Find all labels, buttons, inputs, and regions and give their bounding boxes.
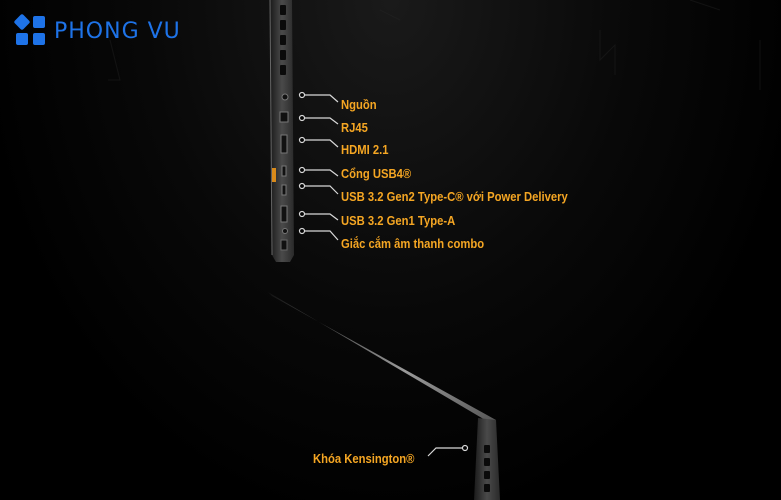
brand-name: PHONG VU [54, 18, 181, 44]
background-texture [108, 0, 761, 90]
brand-logo[interactable]: PHONG VU [14, 14, 181, 48]
kensington-callout-line [427, 444, 469, 457]
brand-logo-icon [14, 14, 45, 45]
port-label-usb-c: USB 3.2 Gen2 Type-C® với Power Delivery [341, 190, 568, 204]
port-label-rj45: RJ45 [341, 121, 368, 135]
port-callout-lines [298, 91, 339, 241]
laptop-side-view-left [269, 0, 294, 262]
port-label-usb4: Cổng USB4® [341, 167, 412, 181]
port-label-power: Nguồn [341, 98, 377, 112]
laptop-side-view-rear [268, 292, 500, 500]
port-label-audio-jack: Giắc cắm âm thanh combo [341, 237, 485, 251]
port-label-usb-a: USB 3.2 Gen1 Type-A [341, 214, 456, 228]
port-label-kensington: Khóa Kensington® [313, 452, 415, 466]
port-label-hdmi: HDMI 2.1 [341, 143, 389, 157]
